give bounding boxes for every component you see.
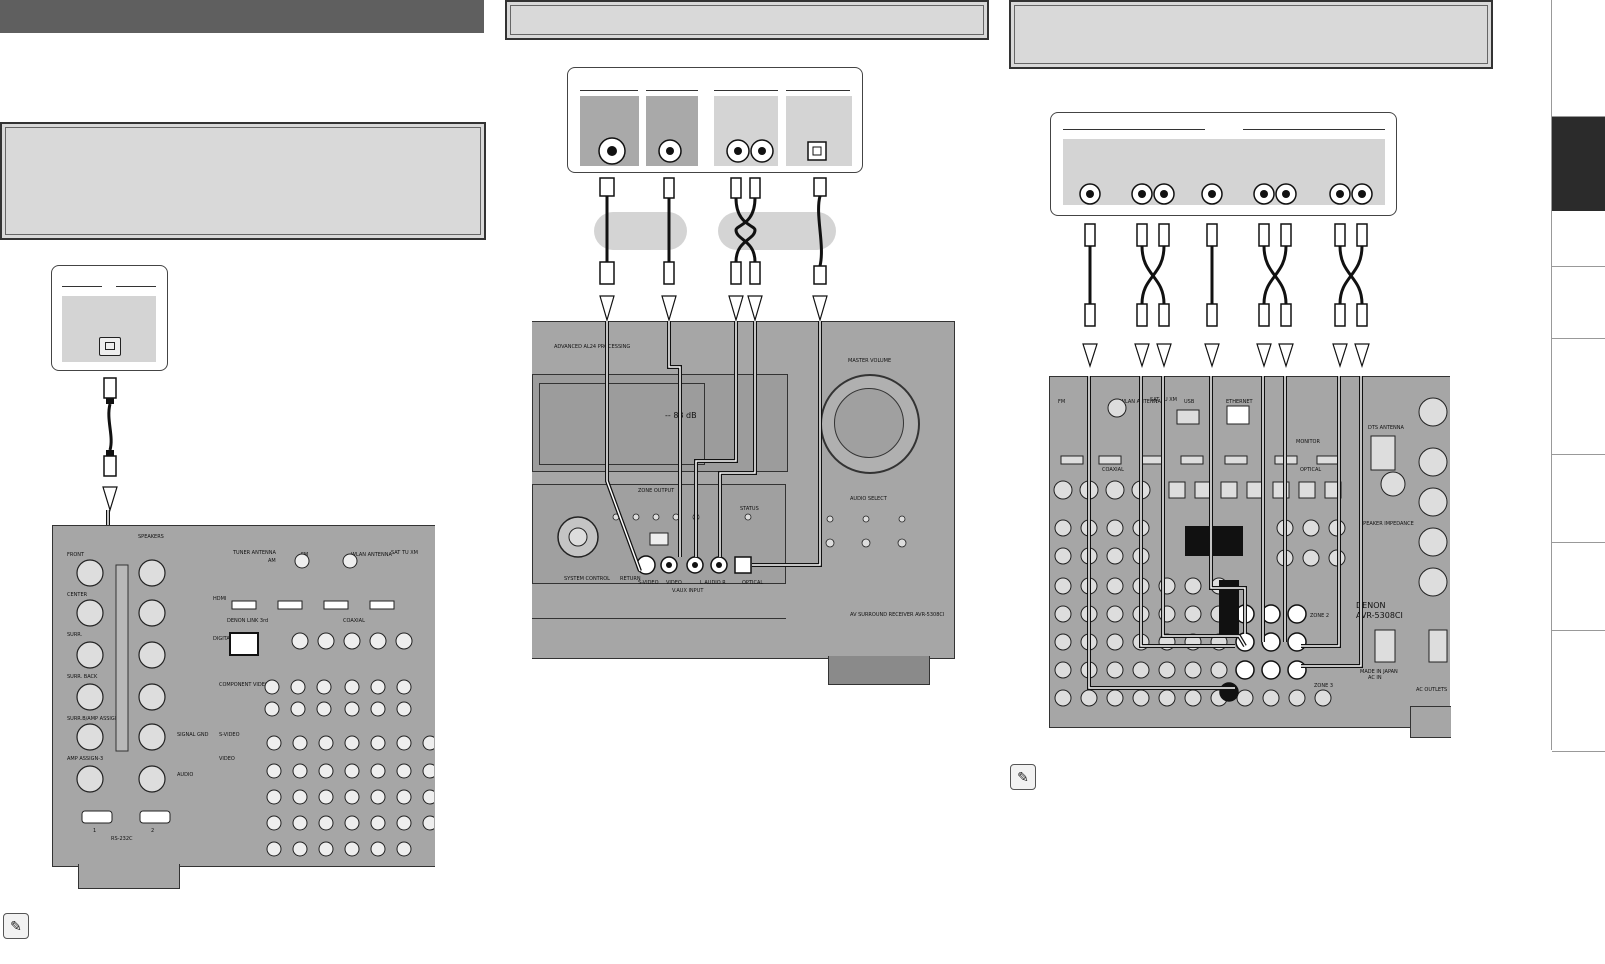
hdmi-label: HDMI xyxy=(213,596,227,602)
audio-select-label: AUDIO SELECT xyxy=(850,496,887,502)
svideo-jack-label: S-VIDEO xyxy=(638,580,659,586)
signal-gnd-label: SIGNAL GND xyxy=(177,732,209,738)
note-pencil-icon-right: ✎ xyxy=(1010,764,1036,790)
receiver-foot-middle xyxy=(828,656,930,685)
made-in-label: MADE IN JAPAN xyxy=(1360,669,1398,675)
surr-amp-label: SURR.B/AMP ASSIGN xyxy=(67,716,119,722)
ac-outlets-label: AC OUTLETS xyxy=(1416,687,1448,693)
optical-jack-label: OPTICAL xyxy=(742,580,764,586)
master-volume-knob[interactable] xyxy=(820,374,920,474)
zone-output-label: ZONE OUTPUT xyxy=(638,488,675,494)
side-tab-5[interactable] xyxy=(1552,454,1605,543)
info-box-left xyxy=(0,122,486,240)
zone3-label: ZONE 3 xyxy=(1314,683,1334,689)
am-label: AM xyxy=(268,558,276,564)
section-header-box-right xyxy=(1009,0,1493,69)
speakers-label: SPEAKERS xyxy=(138,534,164,540)
side-tab-border xyxy=(1551,0,1552,750)
optical-label-right: OPTICAL xyxy=(1300,467,1322,473)
network-device-panel xyxy=(51,265,168,371)
receiver-front-panel: ADVANCED AL24 PROCESSING MASTER VOLUME -… xyxy=(532,321,955,659)
sat-tu-label: SAT TU XM xyxy=(391,550,418,556)
video-label: VIDEO xyxy=(219,756,235,762)
coaxial-label: COAXIAL xyxy=(343,618,365,624)
vaux-input-label: V.AUX INPUT xyxy=(672,588,704,594)
return-label: RETURN xyxy=(620,576,641,582)
monitor-label: MONITOR xyxy=(1296,439,1320,445)
video-jack-label: VIDEO xyxy=(666,580,682,586)
side-tab-4[interactable] xyxy=(1552,338,1605,455)
model-label-front: AV SURROUND RECEIVER AVR-5308CI xyxy=(850,612,945,618)
speaker-impedance-label: SPEAKER IMPEDANCE xyxy=(1360,521,1414,527)
model-label-rear: AVR-5308CI xyxy=(1356,611,1403,620)
surr-label: SURR. xyxy=(67,632,83,638)
denon-link-label: DENON LINK 3rd xyxy=(227,618,269,624)
brand-label: DENON xyxy=(1356,601,1386,610)
side-tab-3[interactable] xyxy=(1552,266,1605,339)
master-volume-label: MASTER VOLUME xyxy=(848,358,892,364)
side-tab-7[interactable] xyxy=(1552,630,1605,752)
right-cables xyxy=(1079,183,1373,368)
rear-panel-right-terminals xyxy=(1053,376,1448,707)
middle-cables xyxy=(594,137,836,323)
receiver-foot-right xyxy=(1410,706,1451,738)
component-label: COMPONENT VIDEO xyxy=(219,682,269,688)
front-label: FRONT xyxy=(67,552,85,558)
ethernet-label-right: ETHERNET xyxy=(1226,399,1253,405)
ethernet-port-icon xyxy=(99,337,121,356)
surr-back-label: SURR. BACK xyxy=(67,674,98,680)
receiver-foot-left xyxy=(78,864,180,889)
coaxial-label-right: COAXIAL xyxy=(1102,467,1124,473)
svideo-label: S-VIDEO xyxy=(219,732,240,738)
audio-jack-label: L AUDIO R xyxy=(700,580,726,586)
rs-port-1-label: 1 xyxy=(93,828,97,834)
rs232-label: RS-232C xyxy=(111,836,133,842)
tuner-antenna-label: TUNER ANTENNA xyxy=(233,550,276,556)
amp-assign-label: AMP ASSIGN-3 xyxy=(67,756,104,762)
section-header-bar-left xyxy=(0,0,484,33)
front-display-recess xyxy=(532,482,786,619)
note-pencil-icon-left: ✎ xyxy=(3,913,29,939)
dts-antenna-label: DTS ANTENNA xyxy=(1368,425,1404,431)
ac-in-label: AC IN xyxy=(1368,675,1382,681)
section-header-box-middle xyxy=(505,0,989,40)
display-window: -- 88 dB xyxy=(532,374,788,472)
zone2-label: ZONE 2 xyxy=(1310,613,1330,619)
rear-panel-left-terminals xyxy=(76,553,434,857)
side-tab-1[interactable] xyxy=(1552,0,1605,116)
center-label: CENTER xyxy=(67,592,88,598)
front-panel-controls xyxy=(557,321,907,575)
zone-output-device-panel xyxy=(1050,112,1397,216)
ethernet-jack-left xyxy=(229,632,259,656)
front-panel-processing-label: ADVANCED AL24 PROCESSING xyxy=(554,344,631,350)
digital-label: DIGITAL xyxy=(213,636,233,642)
audio-label: AUDIO xyxy=(177,772,194,778)
side-tab-6[interactable] xyxy=(1552,542,1605,631)
rs-port-2-label: 2 xyxy=(151,828,155,834)
usb-label: USB xyxy=(1184,399,1195,405)
status-label: STATUS xyxy=(740,506,759,512)
wlan-label: WLAN ANTENNA xyxy=(351,552,392,558)
fm-label-right: FM xyxy=(1058,399,1066,405)
side-tab-active[interactable] xyxy=(1552,116,1605,211)
system-control-label: SYSTEM CONTROL xyxy=(564,576,610,582)
